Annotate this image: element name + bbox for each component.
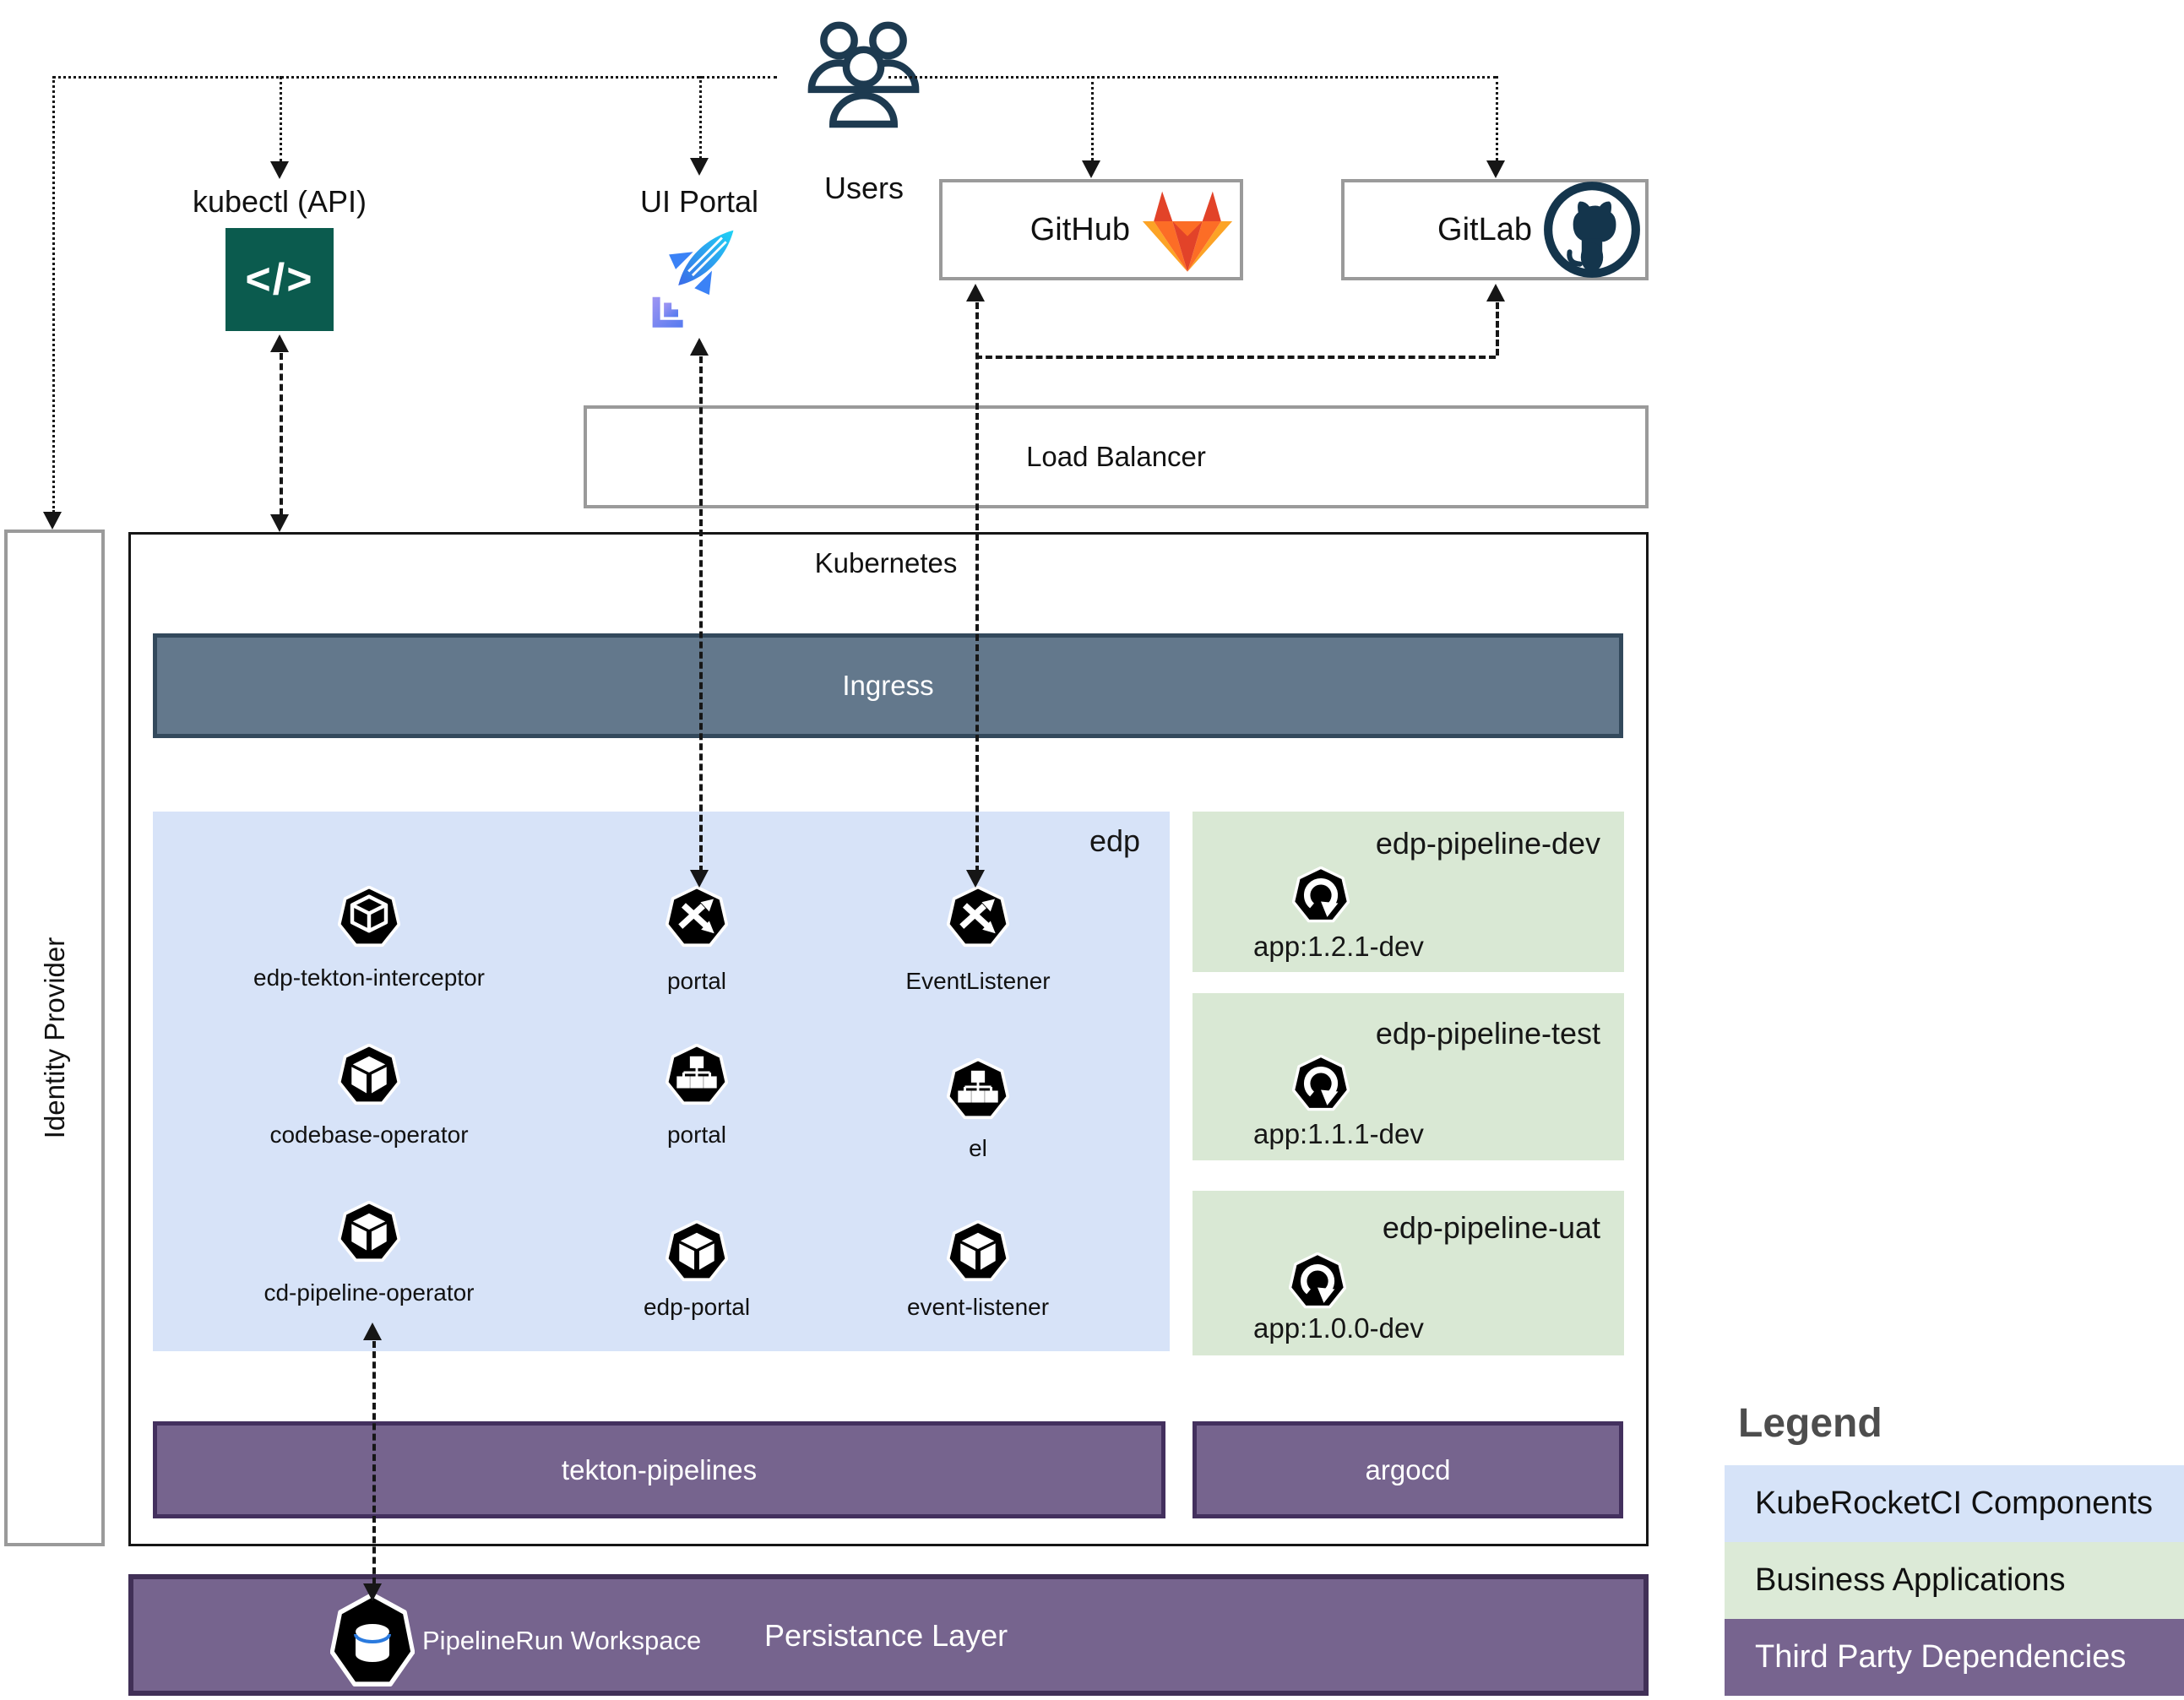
users-line-left bbox=[52, 76, 777, 79]
rollout-icon bbox=[1292, 1055, 1350, 1112]
arrowhead-github-up bbox=[966, 284, 985, 301]
github-gitlab-line bbox=[975, 356, 1496, 359]
uiportal-portal-line bbox=[699, 356, 703, 872]
component-label: codebase-operator bbox=[269, 1122, 469, 1148]
edp-pipeline-uat-box bbox=[1193, 1191, 1624, 1355]
load-balancer-box: Load Balancer bbox=[584, 405, 1649, 508]
github-octocat-icon bbox=[1544, 182, 1640, 278]
kubectl-icon: </> bbox=[225, 228, 334, 331]
arrowhead-github bbox=[1082, 160, 1100, 178]
users-line-right bbox=[888, 76, 1496, 79]
rocket-icon bbox=[652, 230, 734, 328]
edp-pipeline-dev-box bbox=[1193, 812, 1624, 972]
pipeline-title: edp-pipeline-dev bbox=[1375, 826, 1600, 861]
rollout-icon bbox=[1292, 866, 1350, 924]
ingress-bar: Ingress bbox=[153, 633, 1623, 738]
arrowhead-kubectl bbox=[270, 161, 289, 179]
tekton-pipelines-label: tekton-pipelines bbox=[561, 1453, 758, 1485]
users-to-uiportal-line bbox=[699, 76, 702, 159]
deployment-tree-icon bbox=[947, 1057, 1009, 1122]
github-box: GitHub bbox=[939, 179, 1243, 280]
pod-cube-icon bbox=[338, 1043, 400, 1107]
load-balancer-label: Load Balancer bbox=[1026, 441, 1206, 472]
rollout-icon bbox=[1289, 1252, 1346, 1310]
users-label: Users bbox=[823, 171, 905, 205]
service-arrows-icon bbox=[947, 885, 1009, 949]
kubectl-label: kubectl (API) bbox=[192, 184, 367, 219]
service-arrows-icon bbox=[666, 885, 728, 949]
edp-namespace-box bbox=[153, 812, 1170, 1351]
legend-title: Legend bbox=[1738, 1401, 1882, 1446]
component-label: portal bbox=[666, 1122, 727, 1148]
arrowhead-rocket-up bbox=[690, 338, 709, 356]
component-label: edp-portal bbox=[643, 1294, 751, 1320]
legend-item-label: KubeRocketCI Components bbox=[1755, 1485, 2154, 1521]
app-version-label: app:1.2.1-dev bbox=[1253, 931, 1424, 962]
component-label: event-listener bbox=[906, 1294, 1050, 1320]
legend-item-thirdparty: Third Party Dependencies bbox=[1725, 1619, 2184, 1696]
database-icon bbox=[330, 1593, 415, 1689]
kubernetes-label: Kubernetes bbox=[814, 547, 958, 578]
pod-cube-icon bbox=[947, 1219, 1009, 1284]
persistence-layer-label: Persistance Layer bbox=[764, 1618, 1008, 1653]
code-glyph: </> bbox=[245, 255, 314, 304]
component-label: el bbox=[969, 1135, 987, 1161]
gitlab-label: GitLab bbox=[1437, 211, 1532, 247]
argocd-bar: argocd bbox=[1193, 1421, 1623, 1518]
deployment-tree-icon bbox=[666, 1043, 728, 1107]
component-label: cd-pipeline-operator bbox=[263, 1279, 475, 1306]
arrowhead-portal-down bbox=[690, 870, 709, 888]
pod-cube-icon bbox=[666, 1219, 728, 1284]
app-version-label: app:1.1.1-dev bbox=[1253, 1118, 1424, 1149]
users-icon bbox=[807, 21, 920, 128]
arrowhead-kubectl-up bbox=[270, 334, 289, 352]
arrowhead-uiportal bbox=[690, 158, 709, 176]
argocd-label: argocd bbox=[1365, 1453, 1451, 1485]
kubectl-k8s-line bbox=[280, 353, 283, 515]
arrowhead-gitlab bbox=[1486, 160, 1505, 178]
component-label: EventListener bbox=[905, 968, 1051, 994]
github-label: GitHub bbox=[1030, 211, 1130, 247]
github-el-line bbox=[975, 302, 979, 872]
arrowhead-k8s-down bbox=[270, 514, 289, 532]
gitlab-box: GitLab bbox=[1341, 179, 1649, 280]
gitlab-riser-line bbox=[1496, 302, 1499, 356]
users-to-github-line bbox=[1091, 76, 1094, 160]
component-label: edp-tekton-interceptor bbox=[253, 964, 485, 991]
cdpipeline-workspace-line bbox=[372, 1341, 376, 1584]
pipeline-title: edp-pipeline-uat bbox=[1382, 1210, 1600, 1245]
legend-item-kuberocketci: KubeRocketCI Components bbox=[1725, 1465, 2184, 1542]
legend-item-label: Business Applications bbox=[1755, 1562, 2066, 1598]
identity-provider-box: Identity Provider bbox=[4, 530, 105, 1546]
pipelinerun-workspace-label: PipelineRun Workspace bbox=[422, 1626, 702, 1655]
pod-cube-icon bbox=[338, 1200, 400, 1264]
arrowhead-gitlab-up bbox=[1486, 284, 1505, 301]
users-to-kubectl-line bbox=[280, 76, 282, 162]
users-to-gitlab-line bbox=[1496, 76, 1498, 160]
edp-label: edp bbox=[1089, 823, 1141, 858]
app-version-label: app:1.0.0-dev bbox=[1253, 1312, 1424, 1344]
pipeline-title: edp-pipeline-test bbox=[1375, 1016, 1600, 1051]
ingress-label: Ingress bbox=[842, 670, 934, 701]
ui-portal-label: UI Portal bbox=[639, 184, 759, 219]
arrowhead-workspace-down bbox=[363, 1583, 382, 1601]
pod-cube-wire-icon bbox=[338, 885, 400, 949]
users-to-idp-line bbox=[52, 76, 55, 513]
tekton-pipelines-bar: tekton-pipelines bbox=[153, 1421, 1165, 1518]
gitlab-fox-icon bbox=[1142, 191, 1233, 272]
identity-provider-label: Identity Provider bbox=[38, 937, 70, 1139]
arrowhead-eventlistener-down bbox=[966, 870, 985, 888]
component-label: portal bbox=[666, 968, 727, 994]
legend-item-label: Third Party Dependencies bbox=[1755, 1639, 2127, 1675]
legend-item-business: Business Applications bbox=[1725, 1542, 2184, 1619]
edp-pipeline-test-box bbox=[1193, 993, 1624, 1160]
arrowhead-cdpipeline-up bbox=[363, 1323, 382, 1340]
arrowhead-idp bbox=[43, 512, 62, 530]
